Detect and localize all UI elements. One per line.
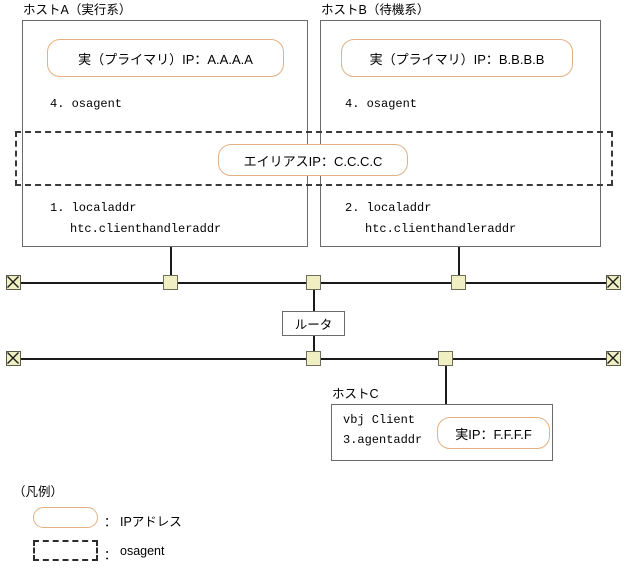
- host-c-real-ip-pill: 実IP：F.F.F.F: [437, 417, 550, 449]
- host-c-agentaddr-text: 3.agentaddr: [343, 433, 423, 447]
- host-b-primary-ip-text: 実（プライマリ）IP：B.B.B.B: [369, 51, 545, 67]
- router-upper-link-line: [313, 290, 315, 312]
- legend-rounded-box-icon: [33, 507, 98, 528]
- alias-ip-text: エイリアスIP：C.C.C.C: [243, 153, 383, 169]
- legend-item-1-separator: ：: [104, 548, 117, 562]
- host-a-handler-text: htc.clienthandleraddr: [70, 222, 222, 236]
- host-c-drop-line: [445, 366, 447, 404]
- router-lower-tap: [306, 351, 321, 366]
- alias-ip-pill: エイリアスIP：C.C.C.C: [218, 144, 408, 176]
- host-c-label: ホストC: [332, 387, 379, 401]
- lower-bus-left-terminator-icon: [6, 351, 21, 366]
- host-a-box: [22, 20, 308, 247]
- host-b-drop-line: [458, 247, 460, 283]
- router-label: ルータ: [294, 318, 333, 332]
- host-a-primary-ip-pill: 実（プライマリ）IP：A.A.A.A: [47, 39, 284, 77]
- router-lower-link-line: [313, 336, 315, 359]
- host-a-drop-line: [170, 247, 172, 283]
- legend-item-0-label: IPアドレス: [120, 515, 182, 529]
- host-b-primary-ip-pill: 実（プライマリ）IP：B.B.B.B: [341, 39, 573, 77]
- host-b-handler-text: htc.clienthandleraddr: [365, 222, 517, 236]
- host-b-box: [320, 20, 601, 247]
- router-upper-tap: [306, 275, 321, 290]
- lower-bus-right-terminator-icon: [606, 351, 621, 366]
- host-a-osagent-text: 4. osagent: [50, 97, 123, 111]
- host-b-bus-tap: [451, 275, 466, 290]
- host-c-bus-tap: [438, 351, 453, 366]
- legend-item-1-label: osagent: [120, 544, 165, 558]
- host-a-label: ホストA（実行系）: [23, 3, 132, 17]
- host-c-client-text: vbj Client: [343, 413, 416, 427]
- router-box: ルータ: [282, 311, 345, 336]
- host-a-localaddr-text: 1. localaddr: [50, 201, 137, 215]
- host-a-primary-ip-text: 実（プライマリ）IP：A.A.A.A: [78, 51, 253, 67]
- upper-bus-right-terminator-icon: [606, 275, 621, 290]
- host-c-box: [331, 404, 553, 461]
- legend-title: （凡例）: [13, 485, 64, 499]
- host-b-osagent-text: 4. osagent: [345, 97, 418, 111]
- osagent-region-box: [15, 131, 613, 186]
- legend-dashed-box-icon: [33, 540, 98, 561]
- upper-bus-left-terminator-icon: [6, 275, 21, 290]
- host-c-real-ip-text: 実IP：F.F.F.F: [455, 426, 532, 442]
- host-b-localaddr-text: 2. localaddr: [345, 201, 432, 215]
- host-a-bus-tap: [163, 275, 178, 290]
- legend-item-0-separator: ：: [104, 515, 117, 529]
- host-b-label: ホストB（待機系）: [321, 3, 430, 17]
